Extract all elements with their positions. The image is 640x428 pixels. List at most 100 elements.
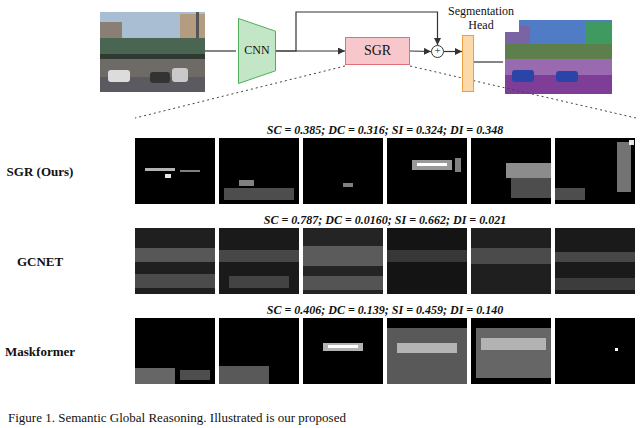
zoom-line [410,66,636,118]
input-photo [100,12,205,92]
map-highlight [387,250,467,262]
attention-map [219,318,299,384]
encoder-outline [239,19,276,84]
row-label: GCNET [17,255,63,270]
map-highlight [555,188,585,200]
map-highlight [135,228,215,294]
attention-map [555,138,635,204]
map-ground [387,138,467,204]
map-highlight [328,345,358,348]
map-ground [303,138,383,204]
attention-map [303,138,383,204]
map-ground [303,228,383,294]
sum-node: + [431,45,444,58]
map-highlight [511,178,551,198]
seg-car [556,71,578,82]
map-ground [135,228,215,294]
attention-map [387,318,467,384]
seg-car [512,70,534,82]
metric-line: SC = 0.385; DC = 0.316; SI = 0.324; DI =… [267,124,503,138]
photo-car [172,68,188,82]
map-ground [219,228,299,294]
map-highlight [629,140,634,145]
photo-bridge-shadow [100,54,205,59]
map-ground [387,318,467,384]
caption-box: Figure 1. Semantic Global Reasoning. Ill… [8,408,636,426]
map-ground [471,318,551,384]
attention-map [471,318,551,384]
row-label-box: GCNET [5,252,75,270]
row-label-box: Maskformer [5,342,75,360]
map-highlight [476,328,551,378]
map-ground [555,228,635,294]
map-highlight [219,250,299,262]
map-highlight [303,228,383,294]
attention-map [135,228,215,294]
attention-map [471,228,551,294]
attention-map [387,228,467,294]
map-highlight [224,188,294,200]
map-highlight [471,248,551,264]
map-highlight [135,248,215,262]
map-row [135,318,635,384]
node-label: CNN [244,44,269,57]
map-highlight [180,370,210,380]
node-heading: Segmentation Head [443,4,519,32]
map-row [135,228,635,294]
row-label: Maskformer [5,345,75,360]
map-highlight [135,274,215,288]
map-highlight [343,183,353,187]
map-highlight [481,338,546,350]
map-ground [471,228,551,294]
photo-bridge [100,38,205,54]
map-ground [471,138,551,204]
metric-line: SC = 0.406; DC = 0.139; SI = 0.459; DI =… [267,304,503,318]
map-ground [387,228,467,294]
map-highlight [323,343,363,351]
attention-map [219,228,299,294]
map-ground [135,318,215,384]
seg-sky [505,20,612,94]
attention-map [135,138,215,204]
attention-map [219,138,299,204]
map-ground [135,138,215,204]
flow-arrow [410,50,431,52]
module-box: SGR [345,37,410,65]
seg-bridge [505,44,612,59]
metric-line-box: SC = 0.406; DC = 0.139; SI = 0.459; DI =… [135,300,635,318]
map-highlight [219,228,299,294]
photo-sky [100,12,205,92]
attention-map [555,228,635,294]
map-highlight [303,276,383,290]
map-highlight [555,252,635,262]
map-highlight [303,246,383,266]
attention-maps [135,138,635,384]
map-ground [219,138,299,204]
map-highlight [615,348,618,351]
attention-map [471,138,551,204]
attention-map [303,318,383,384]
map-highlight [239,180,254,186]
map-highlight [417,163,447,166]
attention-map [303,228,383,294]
map-ground [555,318,635,384]
map-highlight [506,163,551,178]
photo-car [150,72,170,83]
metric-line-box: SC = 0.385; DC = 0.316; SI = 0.324; DI =… [135,120,635,138]
output-line [474,61,503,62]
figure-caption: Figure 1. Semantic Global Reasoning. Ill… [8,410,346,425]
metric-line-box: SC = 0.787; DC = 0.0160; SI = 0.662; DI … [135,210,635,228]
map-highlight [555,278,635,290]
head-box: Segmentation Head [462,35,474,92]
attention-map [555,318,635,384]
row-label-box: SGR (Ours) [5,162,75,180]
attention-map [387,138,467,204]
photo-car [108,70,130,82]
map-highlight [397,343,457,353]
map-highlight [219,366,269,384]
map-highlight [387,328,467,384]
row-label: SGR (Ours) [7,165,74,180]
map-highlight [135,368,175,384]
map-ground [555,138,635,204]
input-line [205,50,236,51]
